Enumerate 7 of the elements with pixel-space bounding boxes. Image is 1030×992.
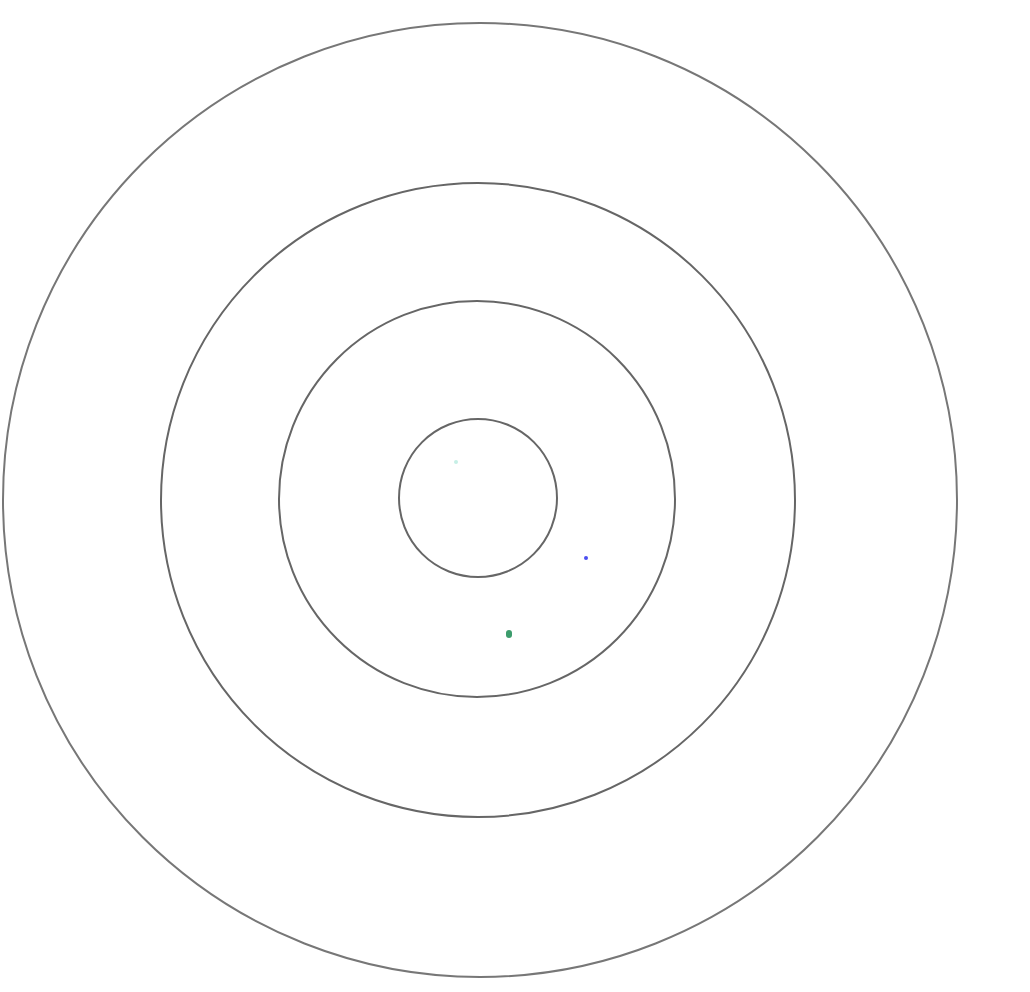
dot-icon [583,555,589,561]
concentric-ring [278,299,677,698]
concentric-ring [160,181,797,818]
dot-icon [505,630,513,638]
concentric-ring [1,22,957,978]
dot-icon [453,459,458,464]
concentric-ring [397,418,558,579]
